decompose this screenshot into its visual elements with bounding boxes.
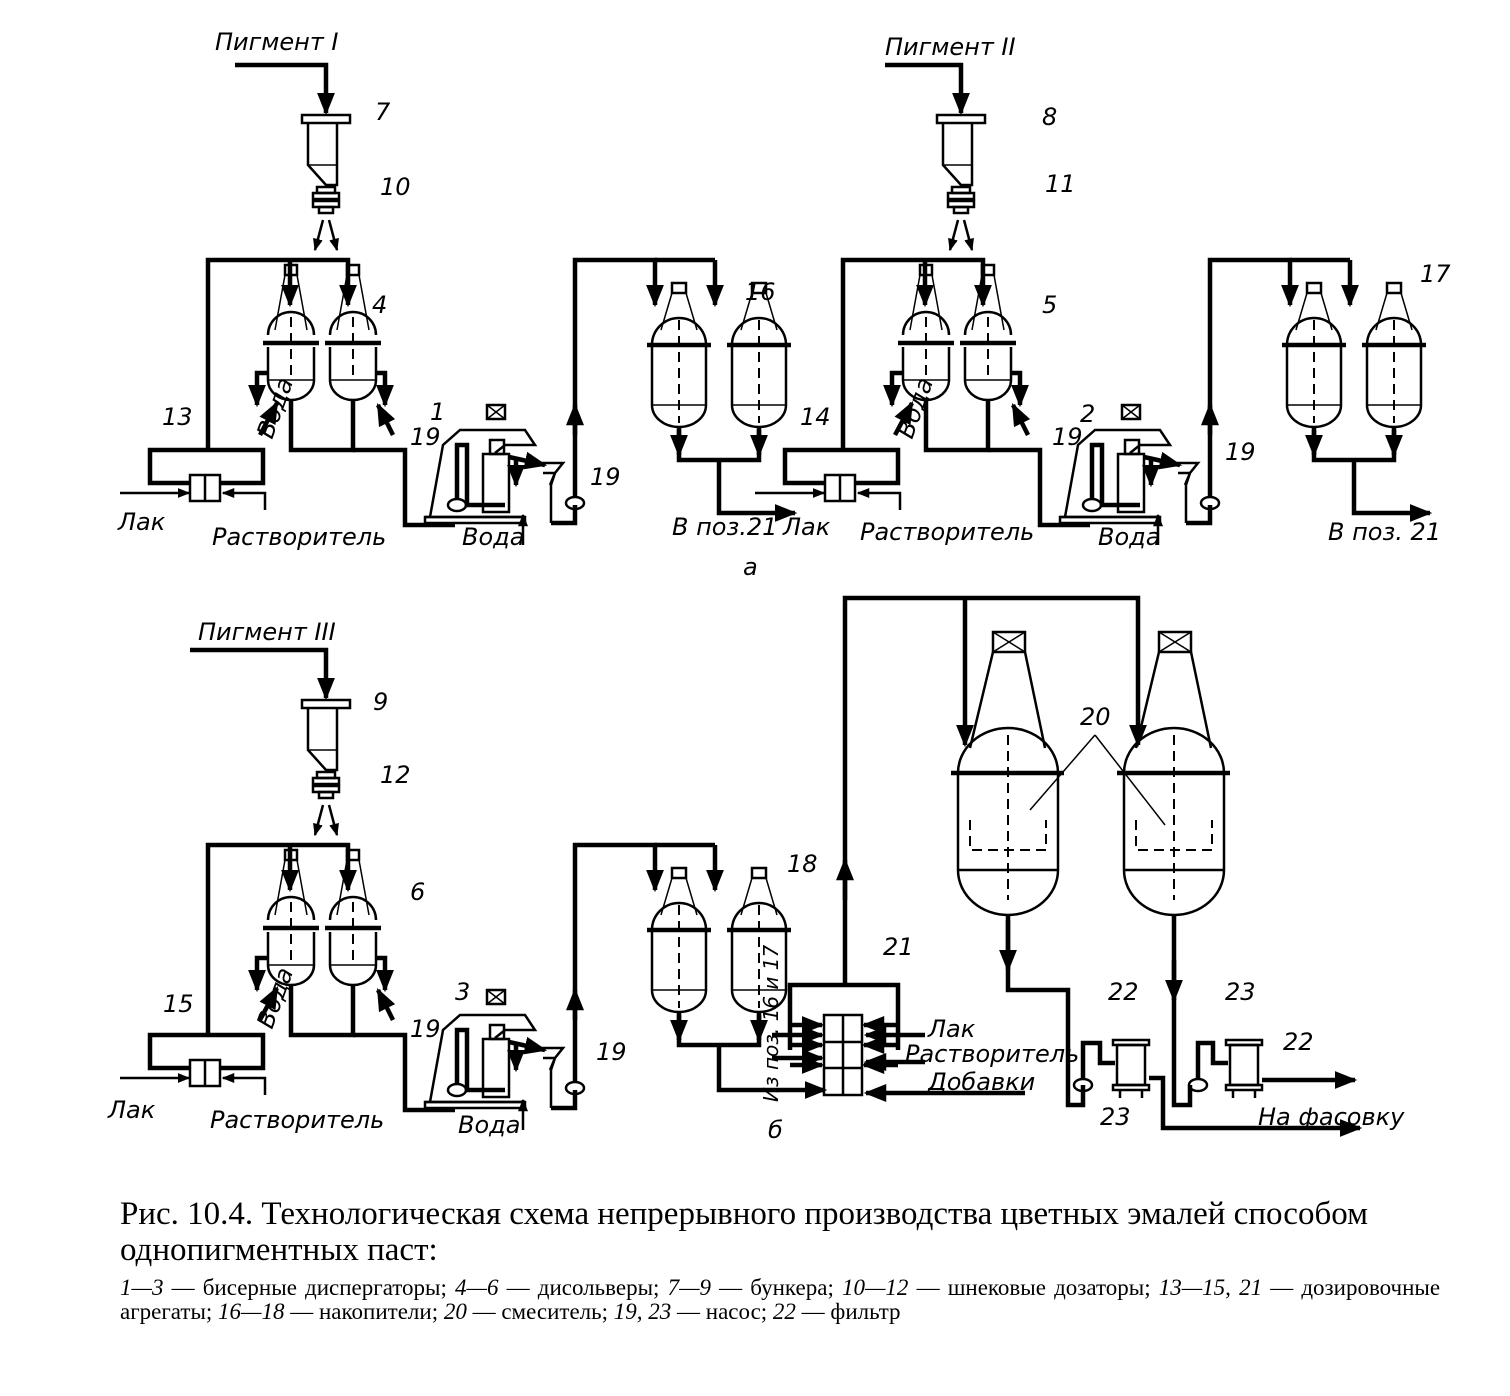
to-pos-21-label: В поз.21: [672, 513, 777, 541]
water-label: Вода: [458, 1111, 520, 1139]
storage-17-label: 17: [1420, 260, 1451, 288]
mixing-section: [772, 595, 1363, 1137]
pump-19-label: 19: [410, 423, 441, 451]
pigment-1-label: Пигмент I: [215, 28, 339, 56]
line-pigment-2: [755, 62, 1433, 545]
legend-item: 10—12 — шнековые дозаторы;: [841, 1275, 1159, 1300]
dosing-unit-21-label: 21: [883, 933, 914, 961]
dispergator-3-label: 3: [455, 978, 470, 1006]
lak-label: Лак: [927, 1015, 976, 1043]
figure-title: Технологическая схема непрерывного произ…: [120, 1196, 1369, 1268]
caption-legend: 1—3 — бисерные диспергаторы; 4—6 — дисол…: [120, 1276, 1440, 1324]
solvent-label: Растворитель: [905, 1040, 1079, 1068]
water-label: Вода: [1098, 523, 1160, 551]
pump-19-label: 19: [410, 1015, 441, 1043]
solvent-label: Растворитель: [210, 1106, 384, 1134]
legend-item: 1—3 — бисерные диспергаторы;: [120, 1275, 456, 1300]
pump-19-label: 19: [596, 1038, 627, 1066]
dissolver-5-label: 5: [1042, 291, 1057, 319]
storage-18-label: 18: [787, 850, 818, 878]
additives-label: Добавки: [927, 1068, 1035, 1096]
pigment-3-label: Пигмент III: [198, 618, 336, 646]
pump-19-label: 19: [590, 463, 621, 491]
legend-item: 22 — фильтр: [772, 1299, 901, 1324]
mixer-tank: [951, 630, 1064, 917]
filter-22-label: 22: [1108, 978, 1139, 1006]
lak-label: Лак: [107, 1096, 156, 1124]
line-pigment-3: [120, 647, 828, 1130]
hopper-7-label: 7: [375, 98, 391, 126]
storage-16-label: 16: [745, 278, 776, 306]
to-pos-21-label: В поз. 21: [1328, 518, 1441, 546]
doser-10-label: 10: [380, 173, 411, 201]
panel-a-label: а: [743, 553, 758, 581]
doser-12-label: 12: [380, 761, 411, 789]
dosing-unit-13-label: 13: [162, 403, 193, 431]
doser-11-label: 11: [1045, 170, 1076, 198]
figure-caption: Рис. 10.4. Технологическая схема непреры…: [120, 1196, 1440, 1324]
dosing-unit-14-label: 14: [800, 403, 831, 431]
mixer-tank: [1117, 630, 1230, 917]
line-pigment-1: [120, 62, 798, 545]
dissolver-6-label: 6: [410, 878, 425, 906]
legend-item: 20 — смеситель;: [443, 1299, 614, 1324]
caption-title: Рис. 10.4. Технологическая схема непреры…: [120, 1196, 1440, 1268]
legend-item: 7—9 — бункера;: [667, 1275, 842, 1300]
dissolver-4-label: 4: [372, 291, 387, 319]
dispergator-2-label: 2: [1080, 400, 1095, 428]
dispergator-1-label: 1: [430, 398, 445, 426]
pigment-2-label: Пигмент II: [885, 33, 1016, 61]
dosing-unit-15-label: 15: [163, 990, 194, 1018]
filter-22-label: 22: [1283, 1028, 1314, 1056]
process-flow-diagram: Пигмент I 7 10 4 13 1 19 19 16 Лак Раств…: [107, 28, 1451, 1144]
pump-23-label: 23: [1100, 1103, 1131, 1131]
hopper-9-label: 9: [373, 688, 388, 716]
legend-item: 4—6 — дисольверы;: [455, 1275, 668, 1300]
figure-number: Рис. 10.4.: [120, 1196, 254, 1232]
mixer-20-label: 20: [1080, 703, 1111, 731]
lak-label: Лак: [117, 508, 166, 536]
pump-23-label: 23: [1225, 978, 1256, 1006]
water-label: Вода: [462, 523, 524, 551]
from-pos-16-17-label: Из поз. 16 и 17: [759, 944, 783, 1102]
to-packaging-label: На фасовку: [1258, 1103, 1405, 1131]
pump-19-label: 19: [1052, 423, 1083, 451]
solvent-label: Растворитель: [860, 518, 1034, 546]
lak-label: Лак: [782, 513, 831, 541]
legend-item: 13—15, 21 — дозировочные агрегаты;: [120, 1275, 1441, 1324]
water-label: Вода: [891, 374, 939, 442]
hopper-8-label: 8: [1042, 103, 1057, 131]
legend-item: 16—18 — накопители;: [218, 1299, 444, 1324]
pump-19-label: 19: [1225, 438, 1256, 466]
legend-item: 19, 23 — насос;: [613, 1299, 773, 1324]
solvent-label: Растворитель: [212, 523, 386, 551]
panel-b-label: б: [768, 1116, 783, 1144]
